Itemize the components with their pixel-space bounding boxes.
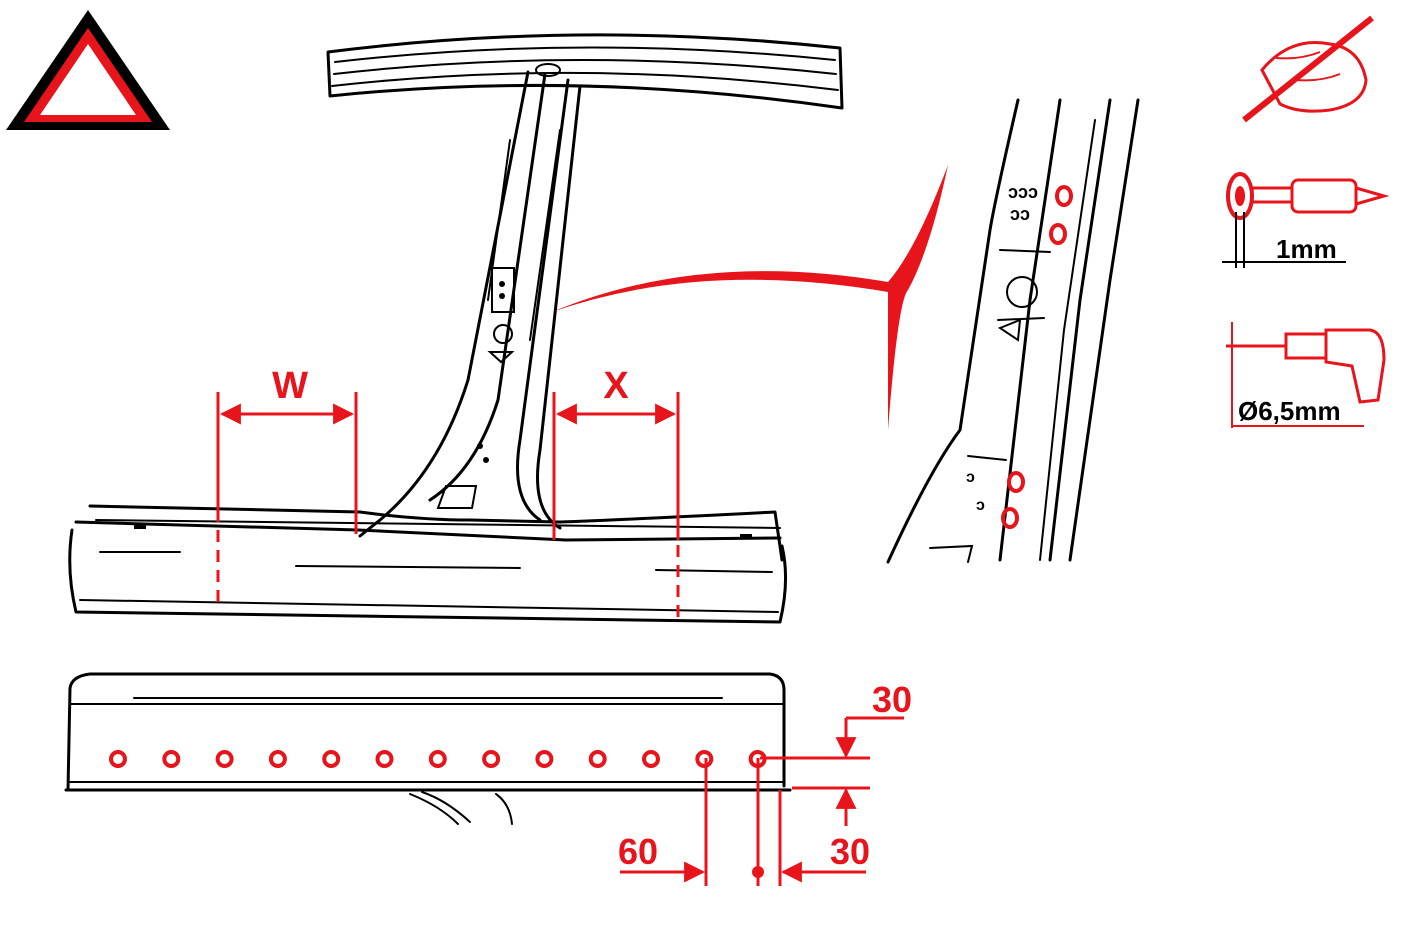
spot-weld-cutter-icon: 1mm bbox=[1222, 172, 1390, 268]
drill-hole bbox=[695, 750, 714, 768]
drill-hole-row bbox=[109, 750, 767, 768]
drill-hole bbox=[428, 750, 447, 768]
drill-hole bbox=[215, 750, 234, 768]
svg-text:ↄ: ↄ bbox=[966, 469, 975, 486]
drill-hole bbox=[162, 750, 181, 768]
w-label: W bbox=[272, 365, 308, 407]
weld-mark bbox=[1007, 471, 1025, 493]
hand-cutting-tool-icon bbox=[1242, 15, 1374, 123]
drill-icon: Ø6,5mm bbox=[1226, 322, 1386, 428]
svg-text:ↄↄ: ↄↄ bbox=[1010, 204, 1030, 224]
drill-diameter-label: Ø6,5mm bbox=[1238, 396, 1341, 426]
svg-text:ↄↄↄ: ↄↄↄ bbox=[1008, 182, 1038, 202]
warning-triangle-icon bbox=[6, 10, 170, 130]
drill-hole bbox=[322, 750, 341, 768]
w-dimension: W bbox=[216, 365, 358, 610]
hole-dimensions: 30 30 60 bbox=[618, 679, 912, 886]
weld-mark bbox=[1001, 507, 1019, 529]
top-offset-label: 30 bbox=[872, 679, 912, 720]
drill-hole bbox=[642, 750, 660, 768]
sill-section-view bbox=[64, 672, 792, 825]
drill-hole bbox=[375, 750, 394, 768]
drill-hole bbox=[268, 750, 287, 768]
weld-mark bbox=[1049, 223, 1067, 245]
pillar-detail-view: ↄↄↄ ↄↄ ↄ ↄ bbox=[886, 98, 1140, 564]
x-dimension: X bbox=[552, 365, 680, 618]
drill-hole bbox=[588, 750, 607, 768]
b-pillar-sill-drawing bbox=[68, 33, 844, 624]
weld-mark bbox=[1055, 185, 1073, 207]
drill-hole bbox=[535, 750, 554, 768]
grinder-depth-label: 1mm bbox=[1276, 234, 1337, 264]
x-label: X bbox=[603, 365, 629, 407]
bottom-offset-label: 30 bbox=[830, 831, 870, 872]
drill-hole bbox=[109, 750, 127, 768]
drill-hole bbox=[482, 750, 501, 768]
pitch-label: 60 bbox=[618, 831, 658, 872]
svg-text:ↄ: ↄ bbox=[976, 497, 985, 514]
